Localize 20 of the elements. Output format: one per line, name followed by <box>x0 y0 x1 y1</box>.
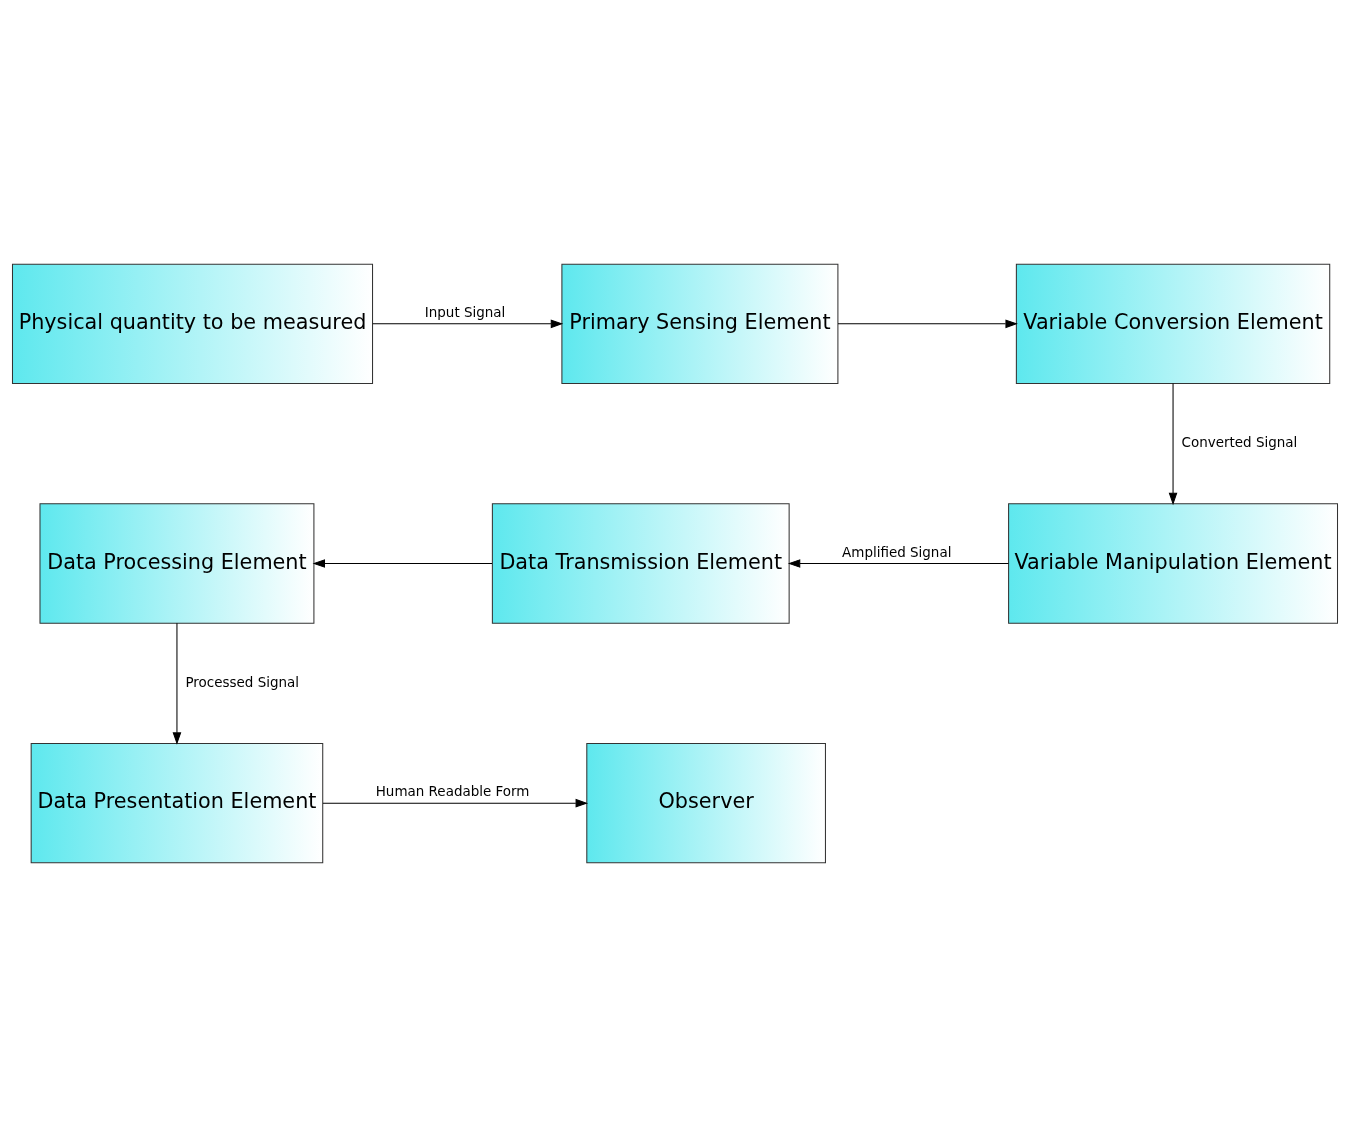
arrow <box>787 559 1009 568</box>
node-box: Primary Sensing Element <box>561 263 839 384</box>
edge-label: Input Signal <box>424 303 506 320</box>
node-box: Data Transmission Element <box>491 503 790 624</box>
arrow <box>322 798 589 808</box>
edge-label: Processed Signal <box>185 673 300 690</box>
node-box: Physical quantity to be measured <box>11 263 374 384</box>
node-box: Data Processing Element <box>39 503 315 624</box>
arrow <box>837 319 1018 329</box>
arrow <box>372 319 564 329</box>
arrow <box>172 622 182 745</box>
node-box: Observer <box>586 743 826 864</box>
arrow <box>312 559 493 568</box>
node-box: Variable Conversion Element <box>1015 263 1331 384</box>
edge-label: Human Readable Form <box>375 783 530 800</box>
arrow <box>1168 383 1178 506</box>
node-box: Data Presentation Element <box>30 743 324 864</box>
node-box: Variable Manipulation Element <box>1008 503 1339 624</box>
edge-label: Amplified Signal <box>842 543 952 560</box>
edge-label: Converted Signal <box>1181 434 1298 451</box>
